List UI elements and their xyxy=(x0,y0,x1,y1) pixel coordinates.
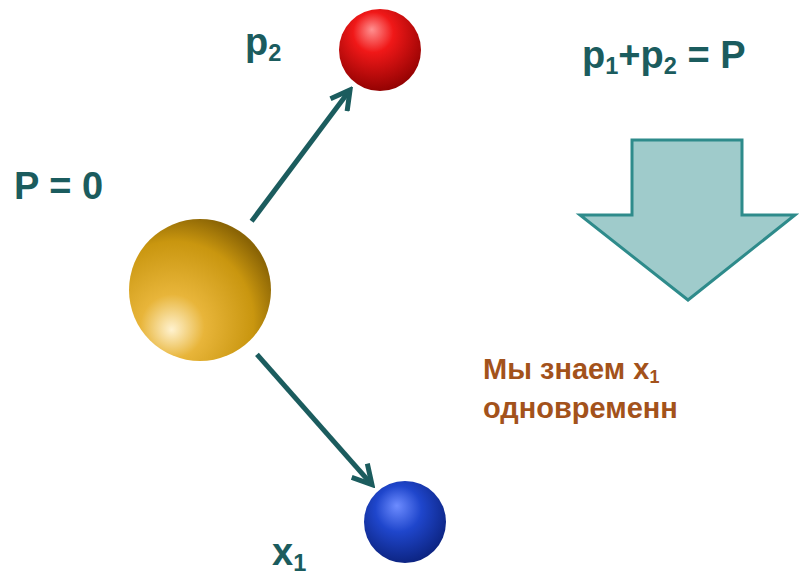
text-run: = P xyxy=(677,34,746,76)
subscript: 1 xyxy=(605,53,618,79)
sphere xyxy=(338,8,422,92)
subscript: 1 xyxy=(649,367,659,387)
subscript: 1 xyxy=(293,550,306,576)
particle-label: p2 xyxy=(245,22,281,64)
text-run: Мы знаем x xyxy=(483,353,649,385)
sphere-shape xyxy=(129,219,271,361)
momentum-arrow xyxy=(252,92,349,222)
sphere-shape xyxy=(339,9,421,91)
text-run: x xyxy=(272,531,293,573)
subscript: 2 xyxy=(268,40,281,66)
momentum-equation: p1+p2 = P xyxy=(582,30,746,81)
subscript: 2 xyxy=(664,53,677,79)
conclusion-text: Мы знаем x1 одновременн xyxy=(483,350,773,428)
text-run: +p xyxy=(618,34,663,76)
sphere xyxy=(363,480,447,564)
sphere-shape xyxy=(364,481,446,563)
parent-particle: P = 0 xyxy=(128,218,272,362)
particle-label: P = 0 xyxy=(14,166,103,208)
particle-label: x1 xyxy=(272,532,306,574)
momentum-arrow xyxy=(257,354,371,483)
block-arrow xyxy=(580,140,795,300)
sphere xyxy=(128,218,272,362)
particle-two: p2 xyxy=(338,8,422,92)
text-run: p xyxy=(582,34,605,76)
text-run: одновременн xyxy=(483,392,678,424)
particle-one: x1 xyxy=(363,480,447,564)
text-run: P = 0 xyxy=(14,165,103,207)
text-run: p xyxy=(245,21,268,63)
